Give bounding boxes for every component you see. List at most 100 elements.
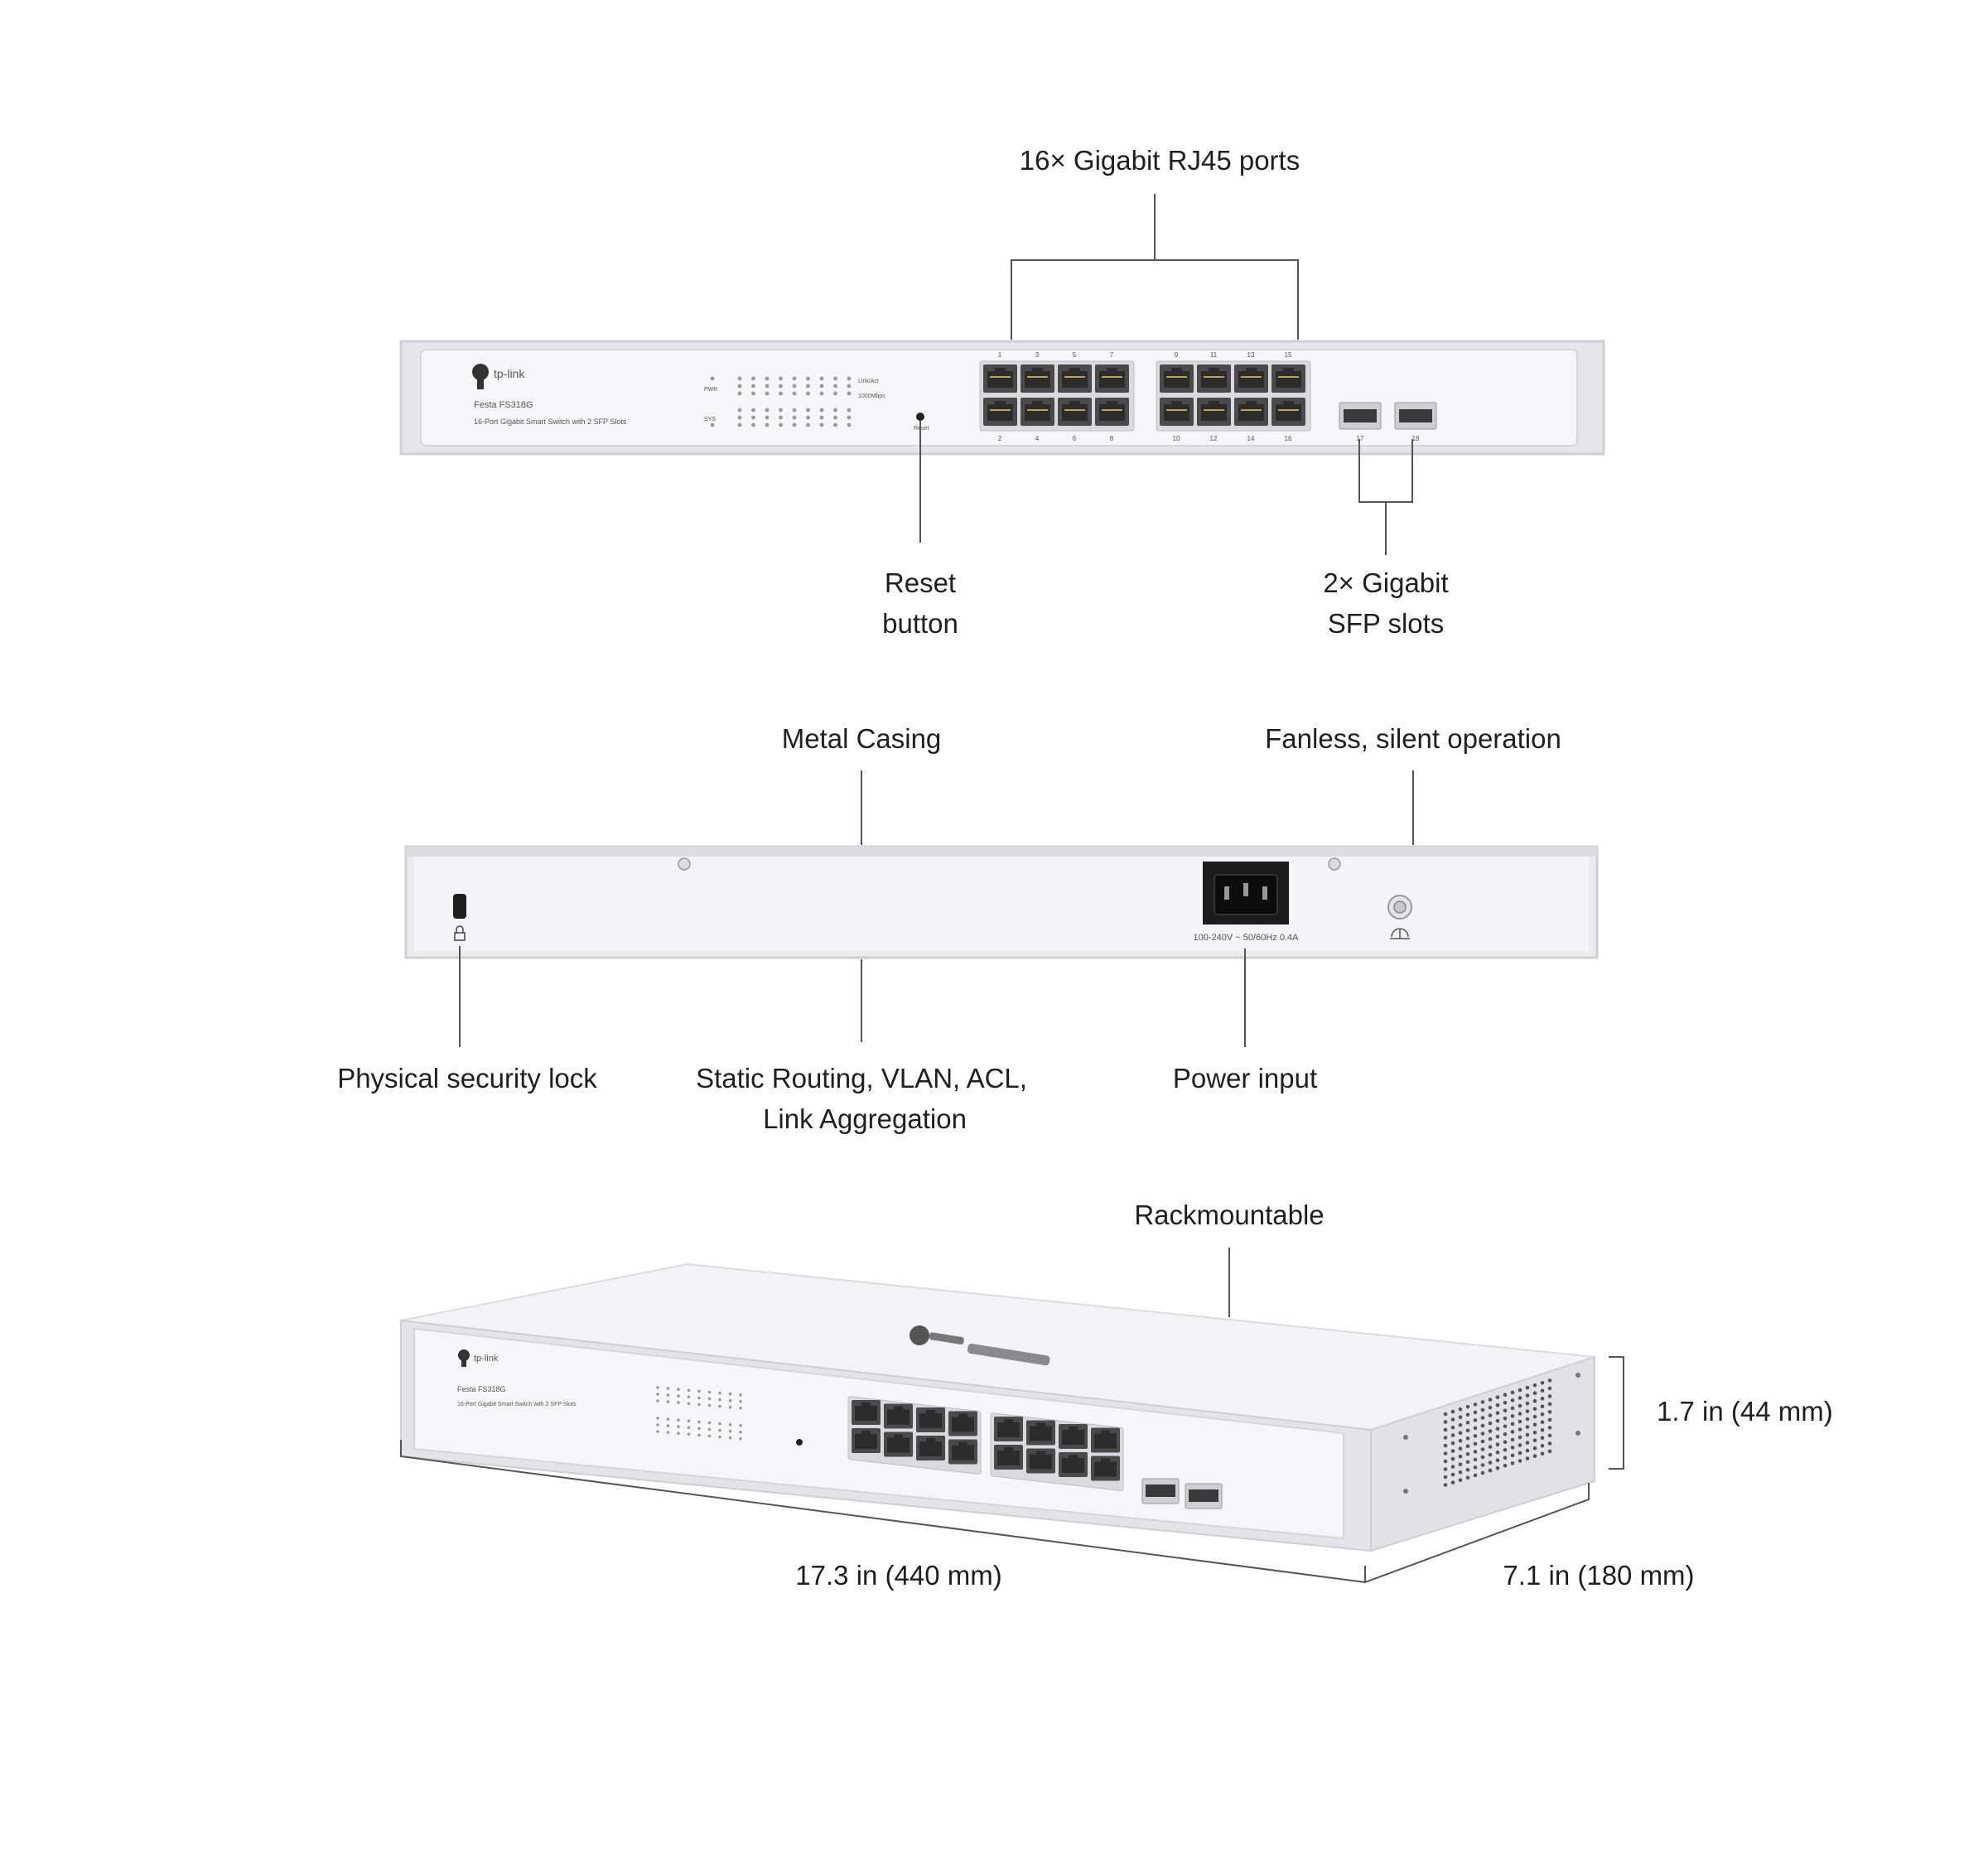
rj45-port[interactable] [1197, 364, 1231, 393]
port-number: 13 [1247, 351, 1255, 359]
rj45-port[interactable] [884, 1431, 913, 1457]
led-indicator [847, 415, 852, 420]
reset-button[interactable] [916, 413, 924, 421]
rj45-port[interactable] [1059, 1424, 1088, 1449]
port-group-frame [990, 1412, 1124, 1491]
led-indicator [765, 422, 770, 427]
rj45-port[interactable] [994, 1445, 1023, 1470]
led-indicator [666, 1393, 670, 1397]
led-indicator [718, 1391, 721, 1395]
reset-button-small[interactable] [796, 1439, 803, 1446]
rj45-port[interactable] [1095, 398, 1129, 426]
vent-hole [1465, 1436, 1470, 1441]
led-indicator [707, 1397, 712, 1401]
sfp-slot[interactable] [1339, 402, 1382, 430]
rj45-port[interactable] [1026, 1448, 1055, 1474]
led-indicator [847, 384, 852, 389]
rj45-port[interactable] [948, 1411, 977, 1436]
screw-icon [1575, 1373, 1580, 1378]
led-indicator [779, 408, 783, 413]
vent-hole [1503, 1424, 1508, 1429]
rj45-port[interactable] [1234, 364, 1268, 393]
led-indicator [739, 1407, 742, 1410]
rj45-port[interactable] [1271, 398, 1305, 426]
top-logo [910, 1325, 1050, 1366]
rj45-port[interactable] [1091, 1427, 1120, 1453]
rj45-port[interactable] [1021, 364, 1054, 393]
callout-routing-2: Link Aggregation [763, 1103, 967, 1134]
vent-hole [1547, 1410, 1552, 1414]
model-text-small: Festa FS318G [457, 1385, 506, 1393]
power-socket[interactable] [1203, 862, 1289, 924]
port-group-frame [847, 1396, 982, 1475]
vent-hole [1547, 1402, 1552, 1407]
security-lock-slot[interactable] [453, 894, 466, 919]
led-indicator [718, 1435, 721, 1439]
vent-hole [1450, 1480, 1455, 1485]
vent-hole [1540, 1404, 1545, 1409]
rj45-port[interactable] [1197, 398, 1231, 426]
led-indicator [751, 391, 755, 396]
led-indicator [737, 422, 742, 427]
rj45-port[interactable] [1026, 1420, 1055, 1446]
vent-hole [1495, 1402, 1500, 1407]
sfp-slot[interactable] [1185, 1483, 1223, 1509]
led-indicator [707, 1403, 712, 1407]
rj45-port[interactable] [1234, 398, 1268, 426]
rj45-port[interactable] [1021, 398, 1054, 426]
rj45-port[interactable] [1059, 1452, 1088, 1477]
callout-reset-1: Reset [885, 567, 956, 598]
power-rating-text: 100-240V ~ 50/60Hz 0.4A [1194, 933, 1300, 943]
vent-hole [1450, 1425, 1455, 1430]
rj45-port[interactable] [1058, 364, 1092, 393]
vent-hole [1503, 1440, 1508, 1445]
rj45-port[interactable] [1160, 398, 1194, 426]
vent-hole [1458, 1431, 1463, 1435]
led-indicator [677, 1431, 680, 1435]
rj45-port[interactable] [852, 1400, 881, 1425]
led-indicator [656, 1399, 659, 1402]
led-indicator [728, 1422, 732, 1427]
vent-hole [1480, 1439, 1485, 1444]
rj45-port[interactable] [983, 364, 1017, 393]
rj45-port[interactable] [916, 1436, 945, 1460]
rj45-port[interactable] [948, 1439, 977, 1465]
vent-hole [1450, 1465, 1455, 1469]
led-indicator [666, 1424, 670, 1427]
rj45-bracket [1011, 259, 1299, 340]
led-indicator [819, 384, 824, 389]
vent-hole [1547, 1386, 1552, 1391]
led-indicator [737, 408, 742, 413]
vent-hole [1443, 1483, 1448, 1487]
rj45-port[interactable] [1160, 364, 1194, 393]
sfp-slot[interactable] [1394, 402, 1437, 430]
callout-sfp-1: 2× Gigabit [1323, 567, 1448, 598]
rj45-port[interactable] [994, 1417, 1023, 1441]
rj45-port[interactable] [1091, 1456, 1120, 1481]
vent-hole [1443, 1451, 1448, 1456]
rj45-port[interactable] [1271, 364, 1305, 393]
vent-hole [1495, 1458, 1500, 1462]
led-indicator [806, 376, 810, 381]
led-indicator [707, 1421, 712, 1425]
vent-hole [1488, 1398, 1493, 1402]
vent-hole [1473, 1402, 1478, 1407]
port-number: 1 [998, 351, 1002, 359]
led-indicator [707, 1390, 712, 1394]
led-indicator [737, 391, 742, 396]
vent-hole [1465, 1460, 1470, 1465]
rj45-port[interactable] [916, 1407, 945, 1432]
rj45-port[interactable] [983, 398, 1017, 426]
vent-hole [1540, 1451, 1545, 1456]
rj45-port[interactable] [1095, 364, 1129, 393]
led-indicator [751, 384, 755, 389]
rj45-port[interactable] [1058, 398, 1092, 426]
rj45-port[interactable] [852, 1428, 881, 1453]
sfp-number: 17 [1357, 435, 1364, 442]
rj45-port[interactable] [884, 1403, 913, 1429]
vent-hole [1540, 1428, 1545, 1432]
vent-hole [1547, 1394, 1552, 1398]
led-indicator [707, 1427, 712, 1431]
sfp-slot[interactable] [1141, 1478, 1180, 1504]
vent-hole [1510, 1446, 1515, 1450]
